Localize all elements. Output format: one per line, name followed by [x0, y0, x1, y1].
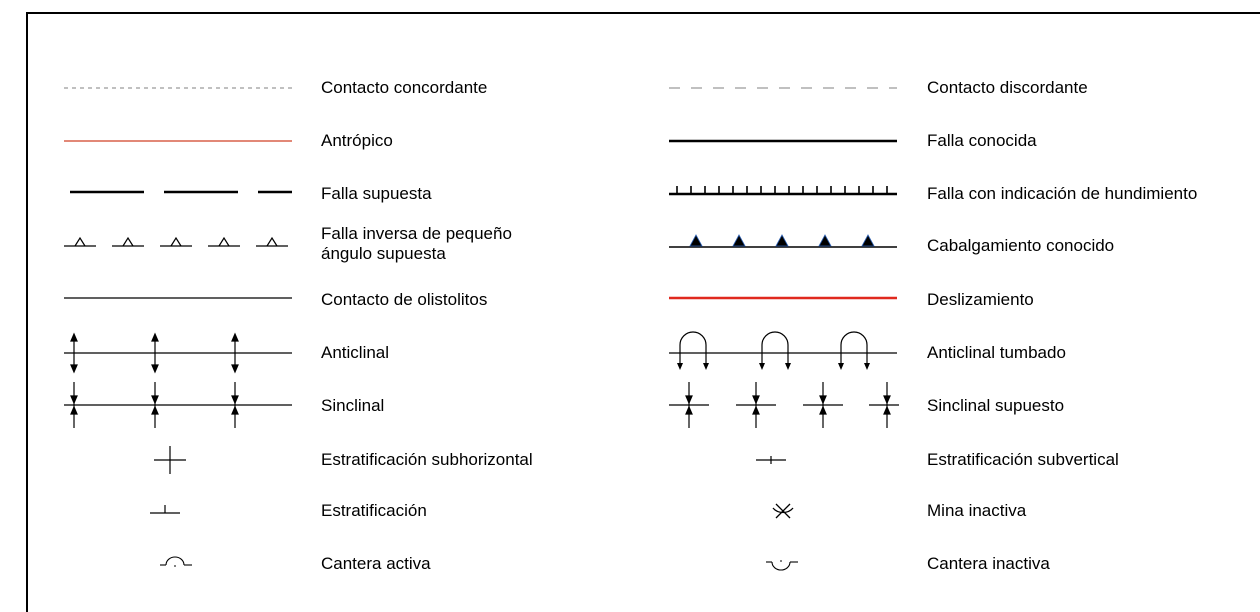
label-antropico: Antrópico	[321, 131, 393, 150]
antropico-symbol	[64, 140, 292, 142]
label-falla-supuesta: Falla supuesta	[321, 184, 432, 203]
label-sinclinal-supuesto: Sinclinal supuesto	[927, 396, 1065, 415]
falla-conocida-symbol	[669, 139, 897, 143]
cantera-inactiva-symbol	[766, 560, 798, 571]
label-estratificacion-subvertical: Estratificación subvertical	[927, 450, 1119, 469]
label-deslizamiento: Deslizamiento	[927, 290, 1034, 309]
label-mina-inactiva: Mina inactiva	[927, 501, 1027, 520]
label-falla-inversa: Falla inversa de pequeño ángulo supuesta	[321, 224, 512, 263]
label-contacto-discordante: Contacto discordante	[927, 78, 1088, 97]
label-cantera-activa: Cantera activa	[321, 554, 431, 573]
falla-supuesta-symbol	[70, 190, 292, 194]
contacto-concordante-symbol	[64, 87, 292, 89]
estratificacion-subvertical-symbol	[756, 456, 786, 464]
cantera-activa-symbol	[160, 556, 192, 567]
label-sinclinal: Sinclinal	[321, 396, 385, 415]
estratificacion-symbol	[150, 505, 180, 514]
label-falla-conocida: Falla conocida	[927, 131, 1037, 150]
falla-inversa-symbol	[64, 236, 288, 247]
label-cabalgamiento: Cabalgamiento conocido	[927, 236, 1115, 255]
contacto-olistolitos-symbol	[64, 297, 292, 299]
cabalgamiento-symbol	[669, 234, 897, 248]
sinclinal-supuesto-symbol	[669, 382, 899, 428]
anticlinal-symbol	[64, 332, 292, 374]
label-contacto-olistolitos: Contacto de olistolitos	[321, 290, 488, 309]
label-cantera-inactiva: Cantera inactiva	[927, 554, 1050, 573]
label-falla-hundimiento: Falla con indicación de hundimiento	[927, 184, 1198, 203]
estratificacion-subhorizontal-symbol	[154, 446, 186, 474]
legend-frame	[26, 12, 1260, 612]
label-contacto-concordante: Contacto concordante	[321, 78, 488, 97]
anticlinal-tumbado-symbol	[669, 331, 897, 370]
label-estratificacion-subhorizontal: Estratificación subhorizontal	[321, 450, 533, 469]
falla-hundimiento-symbol	[669, 186, 897, 196]
label-anticlinal: Anticlinal	[321, 343, 390, 362]
mina-inactiva-symbol	[772, 503, 794, 519]
contacto-discordante-symbol	[669, 87, 897, 89]
label-estratificacion: Estratificación	[321, 501, 427, 520]
label-anticlinal-tumbado: Anticlinal tumbado	[927, 343, 1066, 362]
deslizamiento-symbol	[669, 296, 897, 300]
sinclinal-symbol	[64, 382, 292, 428]
